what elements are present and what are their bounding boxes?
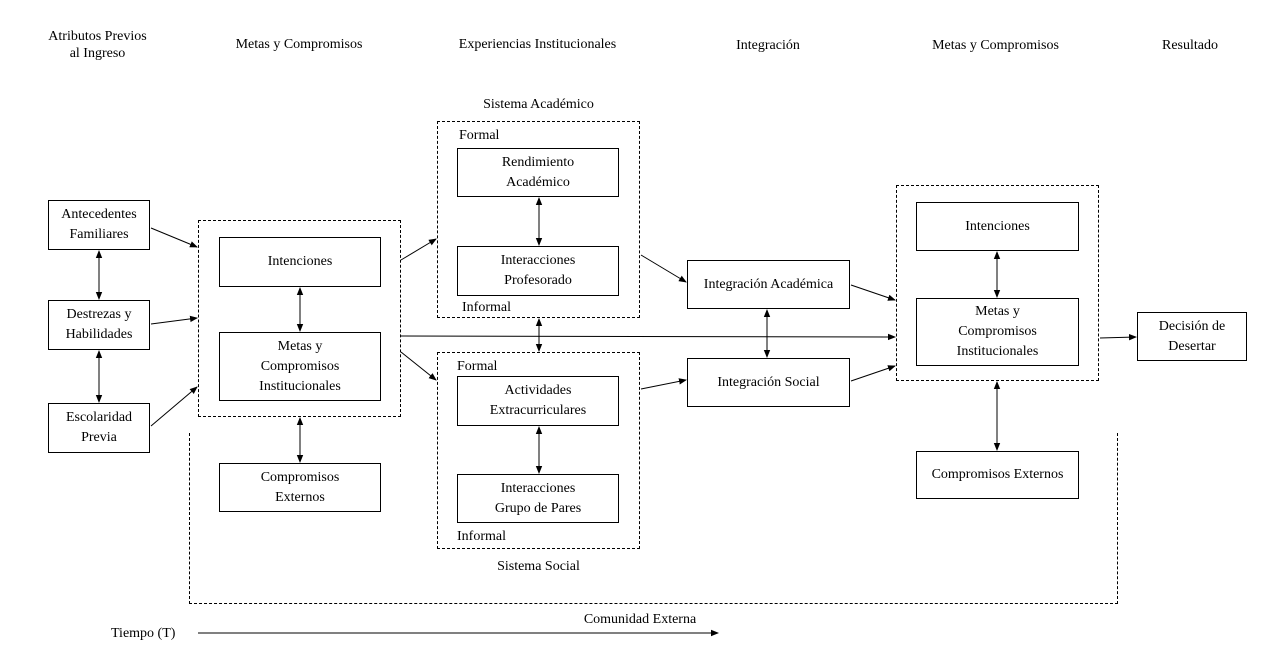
header-goals-commitments-2: Metas y Compromisos <box>932 38 1059 53</box>
arrow-social-to-integration <box>640 378 687 390</box>
social-integration-box: Integración Social <box>687 358 850 407</box>
goals-group-2 <box>896 185 1099 381</box>
academic-integration-box: Integración Académica <box>687 260 850 309</box>
arrow-goals1-to-goals2 <box>400 333 896 341</box>
external-community-label: Comunidad Externa <box>583 612 697 627</box>
arrow-schooling-to-goals <box>150 386 198 427</box>
header-goals-commitments-1: Metas y Compromisos <box>235 37 363 52</box>
institutional-commitments-box-1: Metas y Compromisos Institucionales <box>219 332 381 401</box>
academic-informal-label: Informal <box>462 300 511 315</box>
academic-formal-label: Formal <box>459 128 500 143</box>
faculty-interactions-box: Interacciones Profesorado <box>457 246 619 296</box>
intentions-box-2: Intenciones <box>916 202 1079 251</box>
header-outcome: Resultado <box>1162 38 1218 53</box>
academic-system-title: Sistema Académico <box>483 97 594 112</box>
arrow-academic-to-integration <box>640 254 687 283</box>
external-commitments-box-2: Compromisos Externos <box>916 451 1079 499</box>
social-system-title: Sistema Social <box>497 559 580 574</box>
header-pre-entry-attributes: Atributos Previos al Ingreso <box>48 29 147 61</box>
arrow-family-to-goals <box>150 227 198 248</box>
external-commitments-box-1: Compromisos Externos <box>219 463 381 512</box>
prior-schooling-box: Escolaridad Previa <box>48 403 150 453</box>
time-label: Tiempo (T) <box>111 626 176 641</box>
social-formal-label: Formal <box>457 359 498 374</box>
arrow-academic-integration-to-goals2 <box>850 284 896 301</box>
goals-group-1 <box>198 220 401 417</box>
skills-abilities-box: Destrezas y Habilidades <box>48 300 150 350</box>
institutional-commitments-box-2: Metas y Compromisos Institucionales <box>916 298 1079 366</box>
external-community-region <box>189 433 1118 604</box>
social-system-group <box>437 352 640 549</box>
social-informal-label: Informal <box>457 529 506 544</box>
academic-system-group <box>437 121 640 318</box>
dropout-decision-box: Decisión de Desertar <box>1137 312 1247 361</box>
arrow-skills-to-goals <box>150 315 198 325</box>
arrow-goals1-to-social <box>400 351 437 381</box>
family-background-box: Antecedentes Familiares <box>48 200 150 250</box>
header-institutional-experiences: Experiencias Institucionales <box>458 37 617 52</box>
header-integration: Integración <box>736 38 800 53</box>
extracurricular-activities-box: Actividades Extracurriculares <box>457 376 619 426</box>
intentions-box-1: Intenciones <box>219 237 381 287</box>
arrow-social-integration-to-goals2 <box>850 365 896 382</box>
arrow-goals2-to-decision <box>1099 333 1137 341</box>
academic-performance-box: Rendimiento Académico <box>457 148 619 197</box>
arrow-goals1-to-academic <box>400 238 437 261</box>
peer-group-interactions-box: Interacciones Grupo de Pares <box>457 474 619 523</box>
